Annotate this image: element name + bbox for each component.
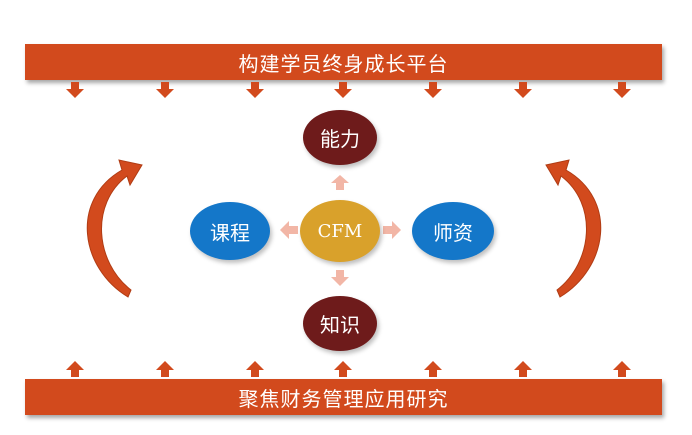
up-arrow-icon — [66, 361, 84, 377]
node-top: 能力 — [303, 110, 377, 165]
up-arrows — [66, 361, 631, 377]
node-bottom-label: 知识 — [320, 313, 360, 337]
up-arrow-icon — [334, 361, 352, 377]
node-top-label: 能力 — [320, 127, 360, 151]
node-right-label: 师资 — [433, 220, 473, 245]
up-arrow-icon — [156, 361, 174, 377]
right-curved-arrow-icon — [545, 159, 602, 298]
node-bottom: 知识 — [303, 296, 377, 351]
left-curved-arrow-icon — [86, 159, 143, 298]
down-arrow-icon — [156, 82, 174, 98]
top-banner: 构建学员终身成长平台 — [25, 44, 662, 80]
down-arrow-icon — [613, 82, 631, 98]
node-center: CFM — [300, 200, 380, 262]
inner-down-arrow-icon — [331, 270, 349, 286]
bottom-banner: 聚焦财务管理应用研究 — [25, 379, 662, 415]
up-arrow-icon — [613, 361, 631, 377]
inner-up-arrow-icon — [331, 175, 349, 190]
down-arrow-icon — [246, 82, 264, 98]
bottom-banner-label: 聚焦财务管理应用研究 — [238, 386, 449, 411]
inner-right-arrow-icon — [383, 221, 401, 239]
up-arrow-icon — [246, 361, 264, 377]
node-right: 师资 — [412, 202, 494, 260]
up-arrow-icon — [514, 361, 532, 377]
down-arrow-icon — [334, 82, 352, 98]
down-arrow-icon — [66, 82, 84, 98]
down-arrow-icon — [424, 82, 442, 98]
up-arrow-icon — [424, 361, 442, 377]
node-left: 课程 — [190, 202, 270, 260]
node-left-label: 课程 — [210, 220, 250, 245]
inner-left-arrow-icon — [280, 221, 298, 239]
top-banner-label: 构建学员终身成长平台 — [238, 51, 449, 76]
down-arrows — [66, 82, 631, 98]
down-arrow-icon — [514, 82, 532, 98]
node-center-label: CFM — [317, 220, 363, 242]
